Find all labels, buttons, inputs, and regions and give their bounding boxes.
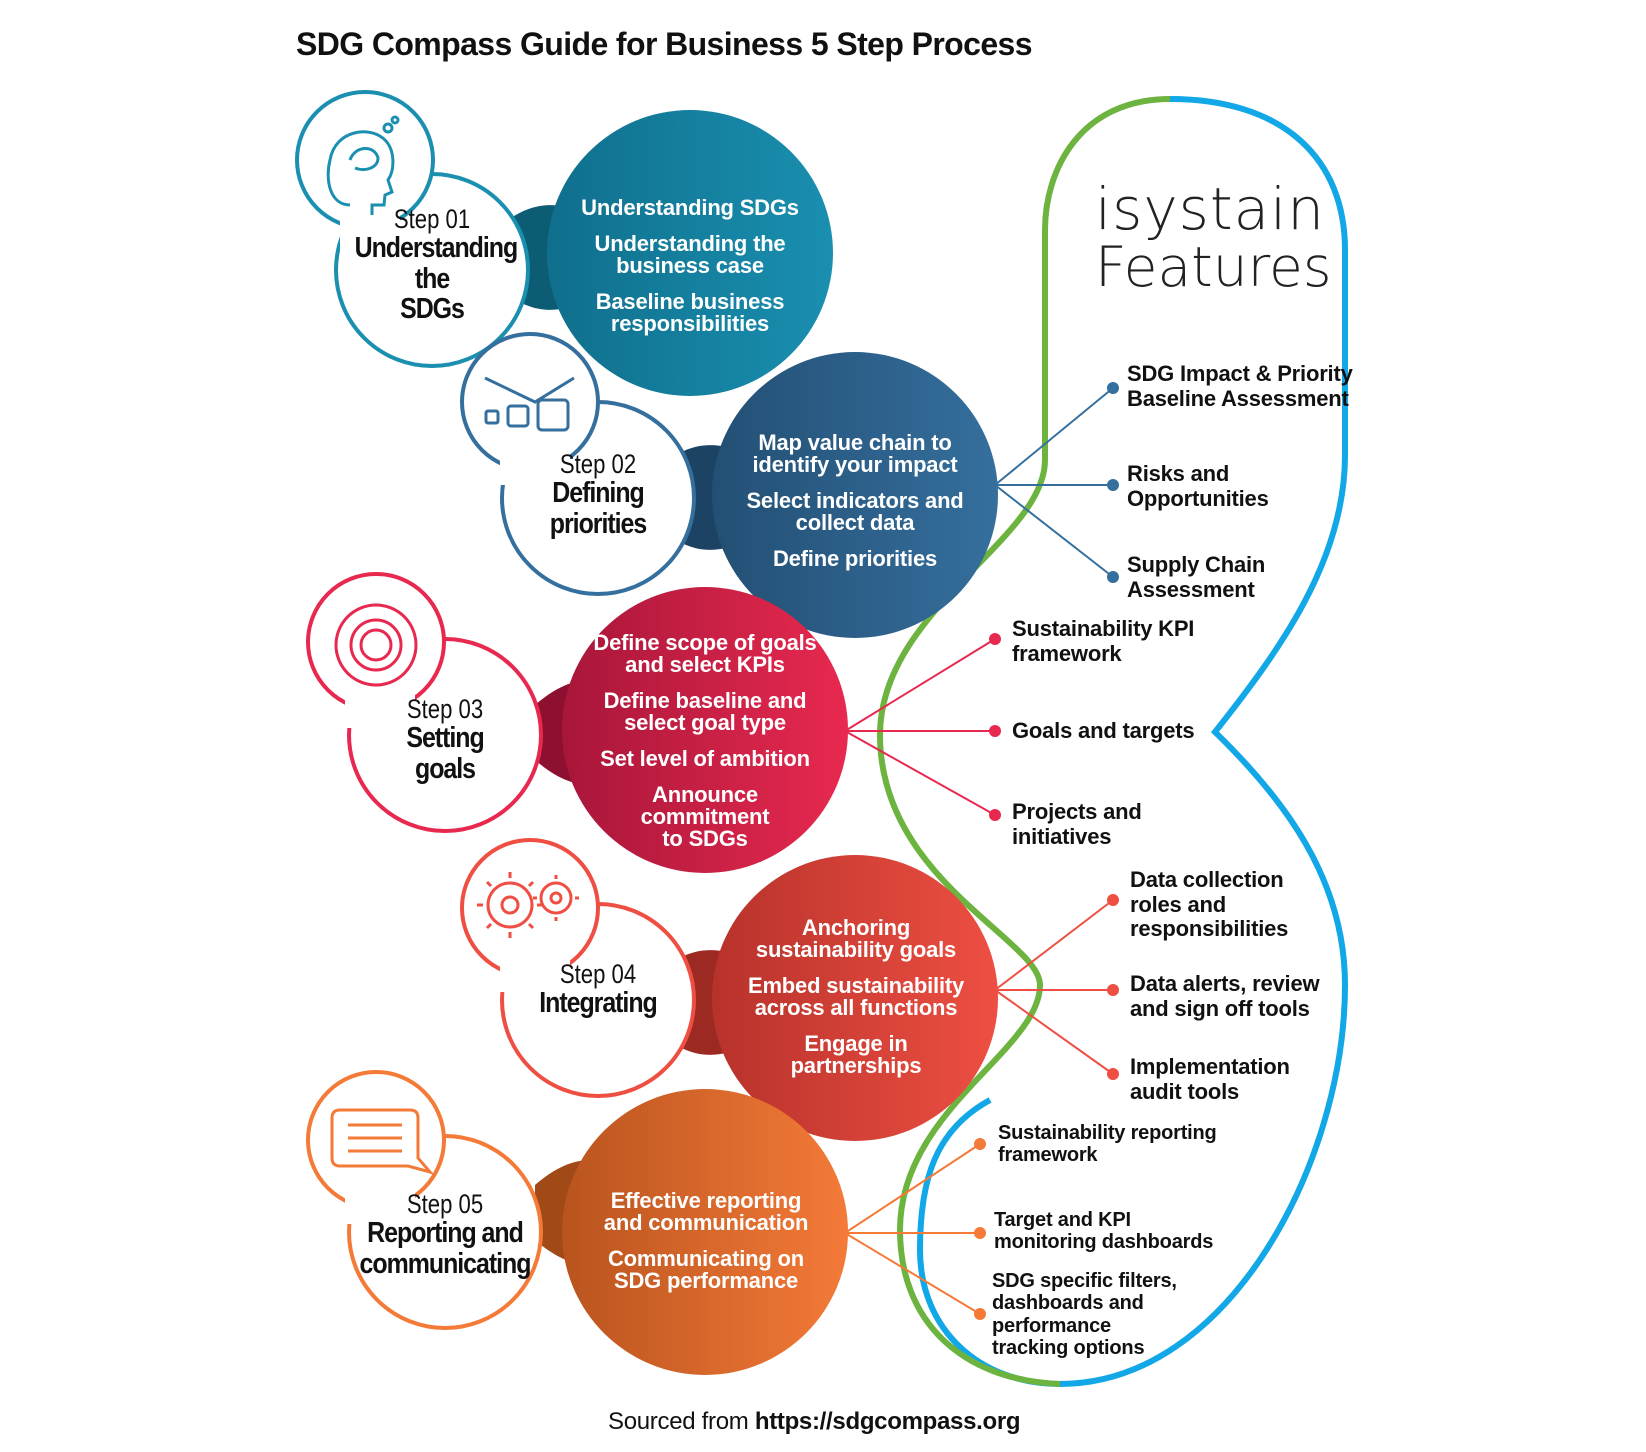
step-3-connectors (844, 633, 1001, 821)
step-1-bullets: Understanding SDGs Understanding the bus… (580, 197, 800, 349)
step-5-bullet: Effective reporting and communication (603, 1188, 809, 1235)
brand-block: isystain Features (1095, 180, 1332, 295)
feature-item: Supply Chain Assessment (1127, 552, 1266, 602)
head-icon (326, 115, 400, 215)
step-3-name-line-2: goals (415, 752, 476, 785)
step-2-label: Step 02 Defining priorities (508, 449, 688, 540)
step-4-label: Step 04 Integrating (508, 960, 688, 1019)
step-3-bullet: Set level of ambition (600, 746, 810, 771)
step-2-name-line-2: priorities (549, 507, 647, 540)
step-4-bubble (712, 855, 998, 1141)
step-1-bullet: Understanding SDGs (581, 195, 799, 220)
step-3-bullets: Define scope of goals and select KPIs De… (592, 632, 818, 864)
step-1-label: Step 01 Understanding the SDGs (342, 205, 522, 325)
step-5-number: Step 05 (406, 1189, 484, 1219)
step-5-group (306, 1070, 848, 1375)
speech-bubble-icon (330, 1108, 435, 1175)
step-3-group (306, 572, 848, 873)
step-1-group (295, 90, 833, 396)
source-link[interactable]: https://sdgcompass.org (754, 1408, 1021, 1435)
step-1-name-line-2: the (414, 262, 450, 295)
step-3-bullet: Define scope of goals and select KPIs (593, 630, 817, 677)
step-2-bullets: Map value chain to identify your impact … (745, 432, 965, 584)
brand-subtitle: Features (1095, 235, 1332, 299)
step-3-bullet: Announce commitment to SDGs (640, 782, 770, 851)
step-1-name-line-3: SDGs (400, 293, 465, 326)
page-title: SDG Compass Guide for Business 5 Step Pr… (296, 26, 1033, 62)
step-5-label: Step 05 Reporting and communicating (345, 1189, 545, 1280)
step-3-name-line-1: Setting (406, 722, 484, 755)
step-1-bullet: Understanding the business case (594, 231, 786, 278)
step-1-bubble (547, 110, 833, 396)
feature-item: Target and KPI monitoring dashboards (994, 1209, 1214, 1254)
step-4-bullets: Anchoring sustainability goals Embed sus… (745, 917, 967, 1091)
step-4-bullet: Engage in partnerships (790, 1031, 922, 1078)
step-1-number: Step 01 (393, 204, 471, 234)
step-2-connectors (994, 382, 1119, 583)
step-4-number: Step 04 (559, 959, 637, 989)
step-2-name-line-1: Defining (552, 477, 645, 510)
step-4-bullet: Anchoring sustainability goals (755, 915, 957, 962)
step-2-bullet: Select indicators and collect data (746, 488, 964, 535)
step-2-bullet: Map value chain to identify your impact (752, 430, 958, 477)
step-3-label: Step 03 Setting goals (355, 694, 535, 785)
step-2-group (460, 332, 998, 638)
step-3-bullet: Define baseline and select goal type (603, 688, 807, 735)
step-5-name-line-1: Reporting and (367, 1217, 524, 1250)
feature-item: Sustainability KPI framework (1012, 616, 1195, 666)
features-blue-outline (916, 96, 1349, 1388)
step-1-name-line-1: Understanding (354, 232, 519, 265)
step-5-bubble (562, 1089, 848, 1375)
feature-item: Data alerts, review and sign off tools (1130, 971, 1320, 1021)
step-3-number: Step 03 (406, 694, 484, 724)
brand-name: isystain (1095, 175, 1326, 243)
step-2-bubble (712, 352, 998, 638)
feature-item: Implementation audit tools (1130, 1054, 1290, 1104)
step-4-name-line-1: Integrating (539, 987, 658, 1020)
step-4-group (460, 838, 998, 1141)
feature-item: Data collection roles and responsibiliti… (1130, 867, 1289, 942)
step-2-number: Step 02 (559, 449, 637, 479)
step-5-bullets: Effective reporting and communication Co… (595, 1190, 817, 1306)
features-green-outline (876, 96, 1171, 1387)
priority-boxes-icon (484, 376, 575, 432)
step-2-bullet: Define priorities (772, 546, 938, 571)
feature-item: SDG Impact & Priority Baseline Assessmen… (1127, 361, 1353, 411)
feature-item: Projects and initiatives (1012, 799, 1142, 849)
feature-item: SDG specific filters, dashboards and per… (992, 1270, 1177, 1360)
step-5-name-line-2: communicating (359, 1247, 532, 1280)
step-1-bullet: Baseline business responsibilities (595, 289, 785, 336)
step-4-bullet: Embed sustainability across all function… (747, 973, 965, 1020)
feature-item: Risks and Opportunities (1127, 461, 1269, 511)
step-5-bullet: Communicating on SDG performance (607, 1246, 804, 1293)
source-prefix: Sourced from (608, 1408, 755, 1435)
target-icon (334, 603, 418, 687)
step-4-connectors (994, 894, 1119, 1080)
step-5-connectors (844, 1138, 986, 1320)
step-3-bubble (562, 587, 848, 873)
source-line: Sourced from https://sdgcompass.org (608, 1408, 1021, 1436)
feature-item: Goals and targets (1012, 718, 1195, 743)
feature-item: Sustainability reporting framework (998, 1122, 1217, 1167)
gears-icon (477, 872, 579, 938)
